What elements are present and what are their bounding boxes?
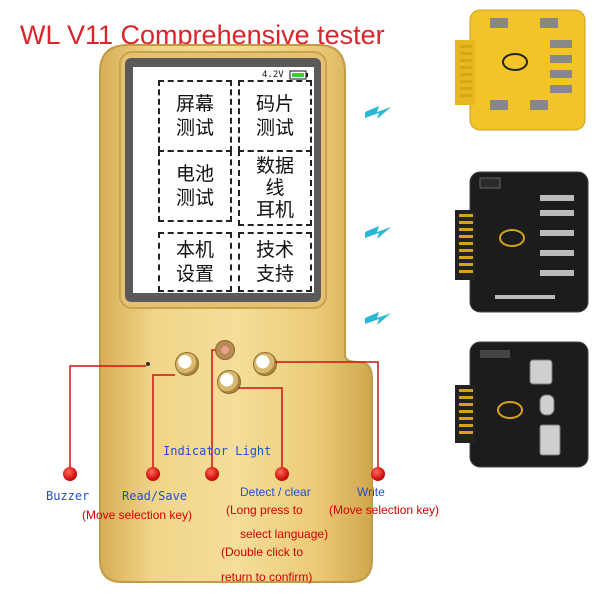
read-save-label: Read/Save [122,489,188,503]
menu-support[interactable]: 技术 支持 [238,232,312,292]
write-sublabel: (Move selection key) [329,503,440,517]
detect-sublabel-4: return to confirm) [221,570,313,584]
menu-settings[interactable]: 本机 设置 [158,232,232,292]
read-save-button[interactable] [175,352,199,376]
cable-adapter-board [455,341,589,468]
detect-sublabel-1: (Long press to [226,503,303,517]
indicator-light-label: Indicator Light [163,444,272,458]
lightning-icon [365,106,391,119]
menu-screen-test[interactable]: 屏幕 测试 [158,80,232,152]
write-button[interactable] [253,352,277,376]
read-save-sublabel: (Move selection key) [82,508,193,522]
detect-clear-label: Detect / clear [240,485,311,499]
buzzer-label: Buzzer [46,489,90,503]
lightning-icon [365,226,391,239]
menu-cable-earphone[interactable]: 数据 线 耳机 [238,150,312,226]
write-marker [371,467,385,481]
detect-clear-button[interactable] [217,370,241,394]
menu-battery-test[interactable]: 电池 测试 [158,150,232,222]
indicator-marker [205,467,219,481]
battery-adapter-board [455,171,589,313]
detect-marker [275,467,289,481]
buzzer-marker [63,467,77,481]
detect-sublabel-3: (Double click to [221,545,304,559]
lightning-icon [365,312,391,325]
battery-voltage: 4.2V [262,70,284,80]
detect-sublabel-2: select language) [240,527,329,541]
write-label: Write [357,485,385,499]
read-save-marker [146,467,160,481]
indicator-light [215,340,235,360]
screen-adapter-board [455,9,586,131]
